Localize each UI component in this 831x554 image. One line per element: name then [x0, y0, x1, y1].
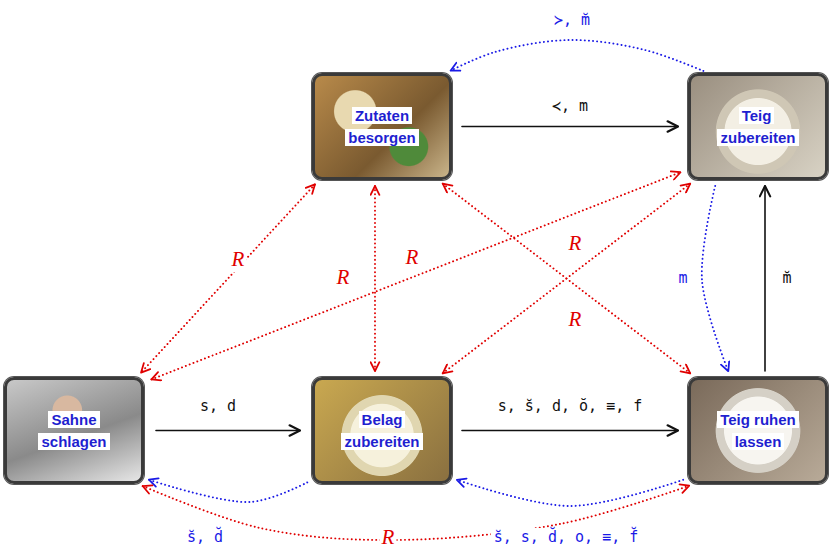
process-box: Teig zubereiten	[688, 73, 828, 180]
connector	[462, 126, 678, 128]
connector	[374, 186, 376, 371]
node-label: Zutaten besorgen	[345, 107, 419, 146]
process-box: Teig ruhen lassen	[688, 377, 828, 484]
connector	[141, 184, 315, 372]
node-label: Teig ruhen lassen	[717, 411, 799, 450]
edge-label: s̆, s, d̆, o, ≡, f̆	[491, 528, 642, 546]
connector	[443, 184, 690, 374]
node-label: Teig zubereiten	[717, 107, 798, 146]
text-wrap: Sahne schlagen	[18, 409, 130, 452]
process-box: Zutaten besorgen	[312, 73, 452, 180]
process-box: Belag zubereiten	[312, 377, 452, 484]
relation-label: R	[404, 245, 421, 270]
edge-label: s, d	[197, 397, 239, 415]
connector	[451, 40, 704, 71]
text-wrap: Belag zubereiten	[326, 409, 438, 452]
connector	[151, 172, 680, 379]
edge-label: ≻, m̆	[551, 11, 593, 29]
text-wrap: Zutaten besorgen	[326, 105, 438, 148]
relation-label: R	[335, 265, 352, 290]
edge-label: s̆, d̆	[184, 528, 226, 546]
connector	[443, 184, 690, 374]
relation-label: R	[230, 247, 247, 272]
connector	[462, 430, 678, 432]
text-wrap: Teig zubereiten	[702, 105, 814, 148]
process-box: Sahne schlagen	[4, 377, 144, 484]
node-label: Belag zubereiten	[341, 411, 422, 450]
relation-label: R	[567, 231, 584, 256]
connector	[702, 186, 729, 371]
edge-label: m̆	[779, 269, 794, 287]
relation-label: R	[380, 525, 397, 550]
connector	[156, 430, 300, 432]
edge-label: m	[675, 269, 690, 287]
relation-label: R	[567, 307, 584, 332]
connector	[457, 480, 683, 506]
edge-label: s, s̆, d, ŏ, ≡, f	[495, 397, 646, 415]
connector	[764, 186, 766, 371]
text-wrap: Teig ruhen lassen	[702, 409, 814, 452]
node-label: Sahne schlagen	[38, 411, 109, 450]
edge-label: ≺, m	[549, 97, 591, 115]
